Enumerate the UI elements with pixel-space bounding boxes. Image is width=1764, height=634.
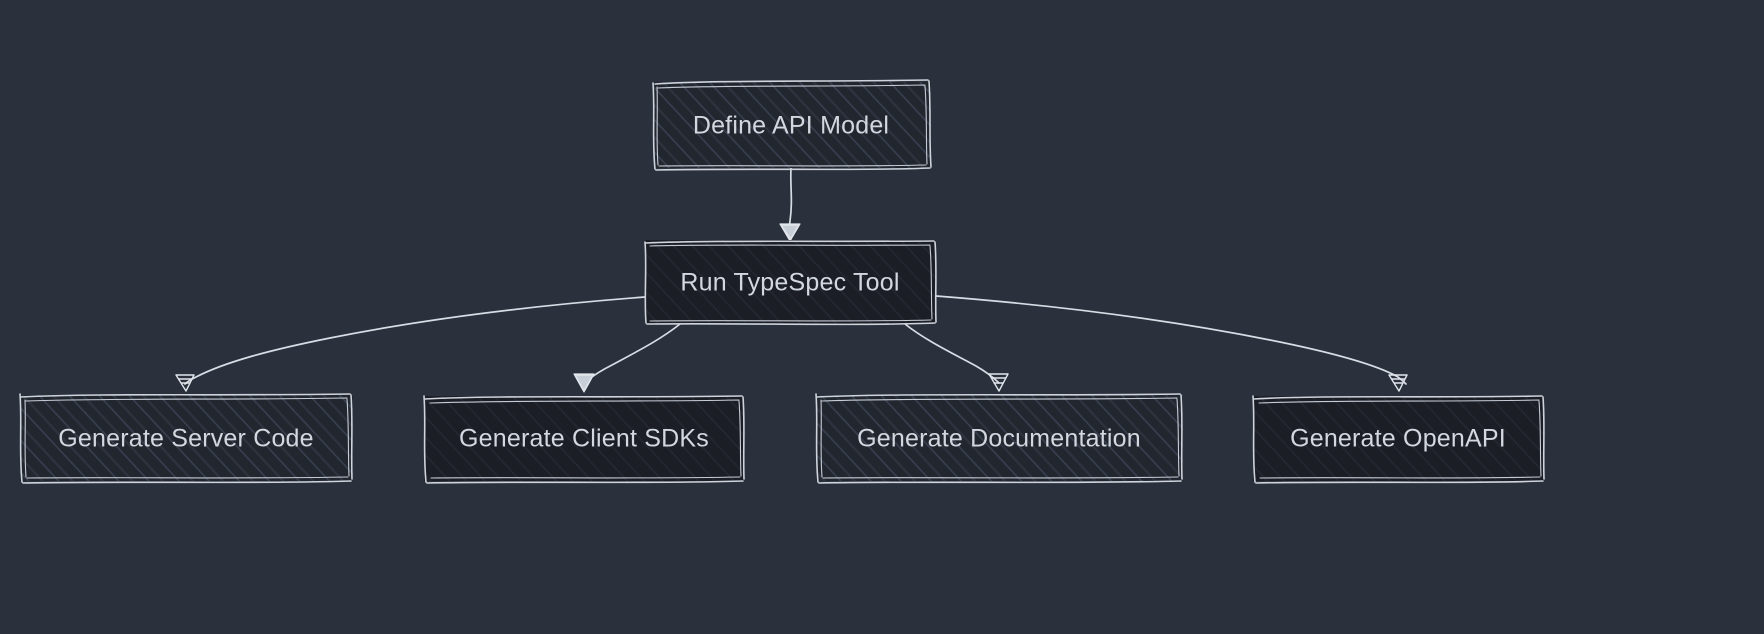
node-border bbox=[644, 240, 937, 326]
node-generate-client-sdks[interactable]: Generate Client SDKs bbox=[423, 395, 745, 484]
node-hatch bbox=[20, 395, 353, 481]
node-label: Generate OpenAPI bbox=[1290, 425, 1506, 453]
node-label: Run TypeSpec Tool bbox=[680, 269, 899, 297]
node-border bbox=[423, 395, 745, 484]
node-hatch bbox=[1253, 396, 1544, 481]
node-border bbox=[19, 393, 353, 484]
edge-define-to-run bbox=[779, 167, 801, 242]
node-hatch bbox=[816, 395, 1183, 481]
edge-run-to-openapi bbox=[935, 295, 1408, 392]
node-border bbox=[815, 393, 1183, 484]
edge-run-to-sdks bbox=[573, 323, 681, 393]
node-hatch bbox=[424, 396, 744, 481]
node-hatch bbox=[645, 240, 936, 324]
edges-layer bbox=[175, 167, 1408, 393]
node-define-api-model[interactable]: Define API Model bbox=[652, 79, 932, 171]
node-hatch bbox=[654, 82, 931, 168]
node-label: Generate Server Code bbox=[58, 425, 314, 453]
node-label: Generate Documentation bbox=[857, 425, 1141, 453]
node-border bbox=[1252, 395, 1545, 484]
node-label: Generate Client SDKs bbox=[459, 425, 709, 453]
node-border bbox=[652, 79, 932, 171]
edge-run-to-server bbox=[175, 296, 646, 392]
node-label: Define API Model bbox=[693, 112, 889, 140]
node-run-typespec-tool[interactable]: Run TypeSpec Tool bbox=[644, 240, 937, 326]
node-generate-server-code[interactable]: Generate Server Code bbox=[19, 393, 353, 484]
node-generate-documentation[interactable]: Generate Documentation bbox=[815, 393, 1183, 484]
edge-run-to-docs bbox=[904, 323, 1009, 392]
node-generate-openapi[interactable]: Generate OpenAPI bbox=[1252, 395, 1545, 484]
